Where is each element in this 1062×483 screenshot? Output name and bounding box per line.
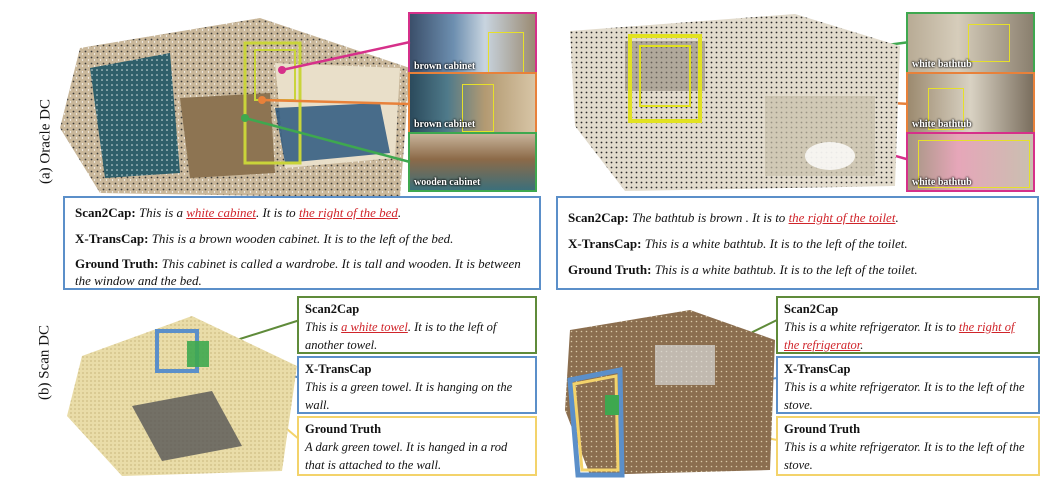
scan2cap-box-right: Scan2Cap This is a white refrigerator. I… [776, 296, 1040, 354]
thumb-caption: brown cabinet [414, 119, 476, 130]
ground-truth-box-right: Ground Truth This is a white refrigerato… [776, 416, 1040, 476]
xtranscap-line: X-TransCap: This is a brown wooden cabin… [75, 231, 454, 246]
thumb-white-bathtub-3: white bathtub [906, 132, 1035, 192]
scan2cap-line: Scan2Cap: This is a white cabinet. It is… [75, 205, 402, 220]
point-cloud-room-left [60, 18, 410, 198]
thumb-caption: white bathtub [912, 177, 972, 188]
scan2cap-box-left: Scan2Cap This is a white towel. It is to… [297, 296, 537, 354]
oracle-scene-left [60, 8, 410, 198]
scan-scene-right [560, 300, 780, 480]
thumb-white-bathtub-1: white bathtub [906, 12, 1035, 74]
oracle-caption-box-left: Scan2Cap: This is a white cabinet. It is… [63, 196, 541, 290]
scan2cap-line: Scan2Cap: The bathtub is brown . It is t… [568, 210, 899, 225]
point-cloud-bathroom [570, 14, 900, 191]
thumb-caption: white bathtub [912, 59, 972, 70]
thumb-caption: brown cabinet [414, 61, 476, 72]
xtranscap-line: X-TransCap: This is a white bathtub. It … [568, 236, 908, 251]
thumb-wooden-cabinet: wooden cabinet [408, 132, 537, 192]
oracle-scene-right [565, 6, 905, 198]
scan-scene-left [62, 296, 302, 478]
thumb-caption: white bathtub [912, 119, 972, 130]
oracle-caption-box-right: Scan2Cap: The bathtub is brown . It is t… [556, 196, 1039, 290]
ground-truth-line: Ground Truth: This cabinet is called a w… [75, 256, 521, 288]
point-cloud-bathroom-scan [67, 316, 297, 476]
thumb-brown-cabinet-1: brown cabinet [408, 12, 537, 76]
thumb-caption: wooden cabinet [414, 177, 481, 188]
ground-truth-line: Ground Truth: This is a white bathtub. I… [568, 262, 918, 277]
point-cloud-kitchen-scan [565, 310, 775, 478]
ground-truth-box-left: Ground Truth A dark green towel. It is h… [297, 416, 537, 476]
thumb-white-bathtub-2: white bathtub [906, 72, 1035, 134]
xtranscap-box-left: X-TransCap This is a green towel. It is … [297, 356, 537, 414]
xtranscap-box-right: X-TransCap This is a white refrigerator.… [776, 356, 1040, 414]
